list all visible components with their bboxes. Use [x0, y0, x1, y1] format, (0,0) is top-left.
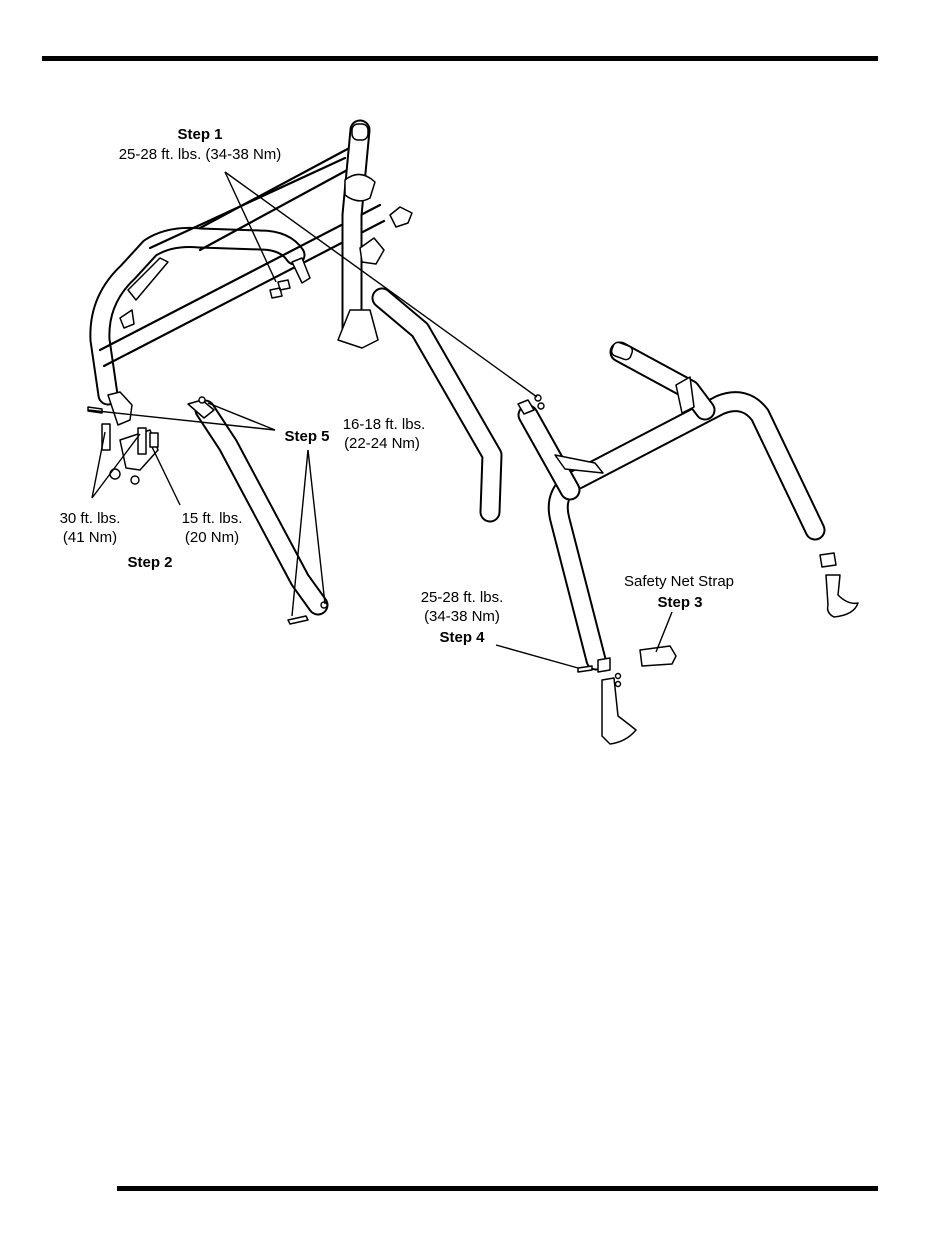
front-cage-frame [518, 341, 858, 744]
step5-torque-line2: (22-24 Nm) [336, 434, 428, 453]
step5-torque-line1: 16-18 ft. lbs. [338, 415, 430, 434]
step3-title: Step 3 [650, 593, 710, 612]
step2-title: Step 2 [120, 553, 180, 572]
step1-title: Step 1 [170, 125, 230, 144]
step1-torque: 25-28 ft. lbs. (34-38 Nm) [110, 145, 290, 164]
step2-left-torque-line1: 30 ft. lbs. [52, 509, 128, 528]
step2-left-torque-line2: (41 Nm) [52, 528, 128, 547]
step5-title: Step 5 [280, 427, 334, 446]
step2-right-torque-line2: (20 Nm) [172, 528, 252, 547]
step4-torque-line2: (34-38 Nm) [412, 607, 512, 626]
step2-right-torque-line1: 15 ft. lbs. [172, 509, 252, 528]
step3-caption: Safety Net Strap [612, 572, 746, 591]
step4-torque-line1: 25-28 ft. lbs. [412, 588, 512, 607]
step4-title: Step 4 [432, 628, 492, 647]
